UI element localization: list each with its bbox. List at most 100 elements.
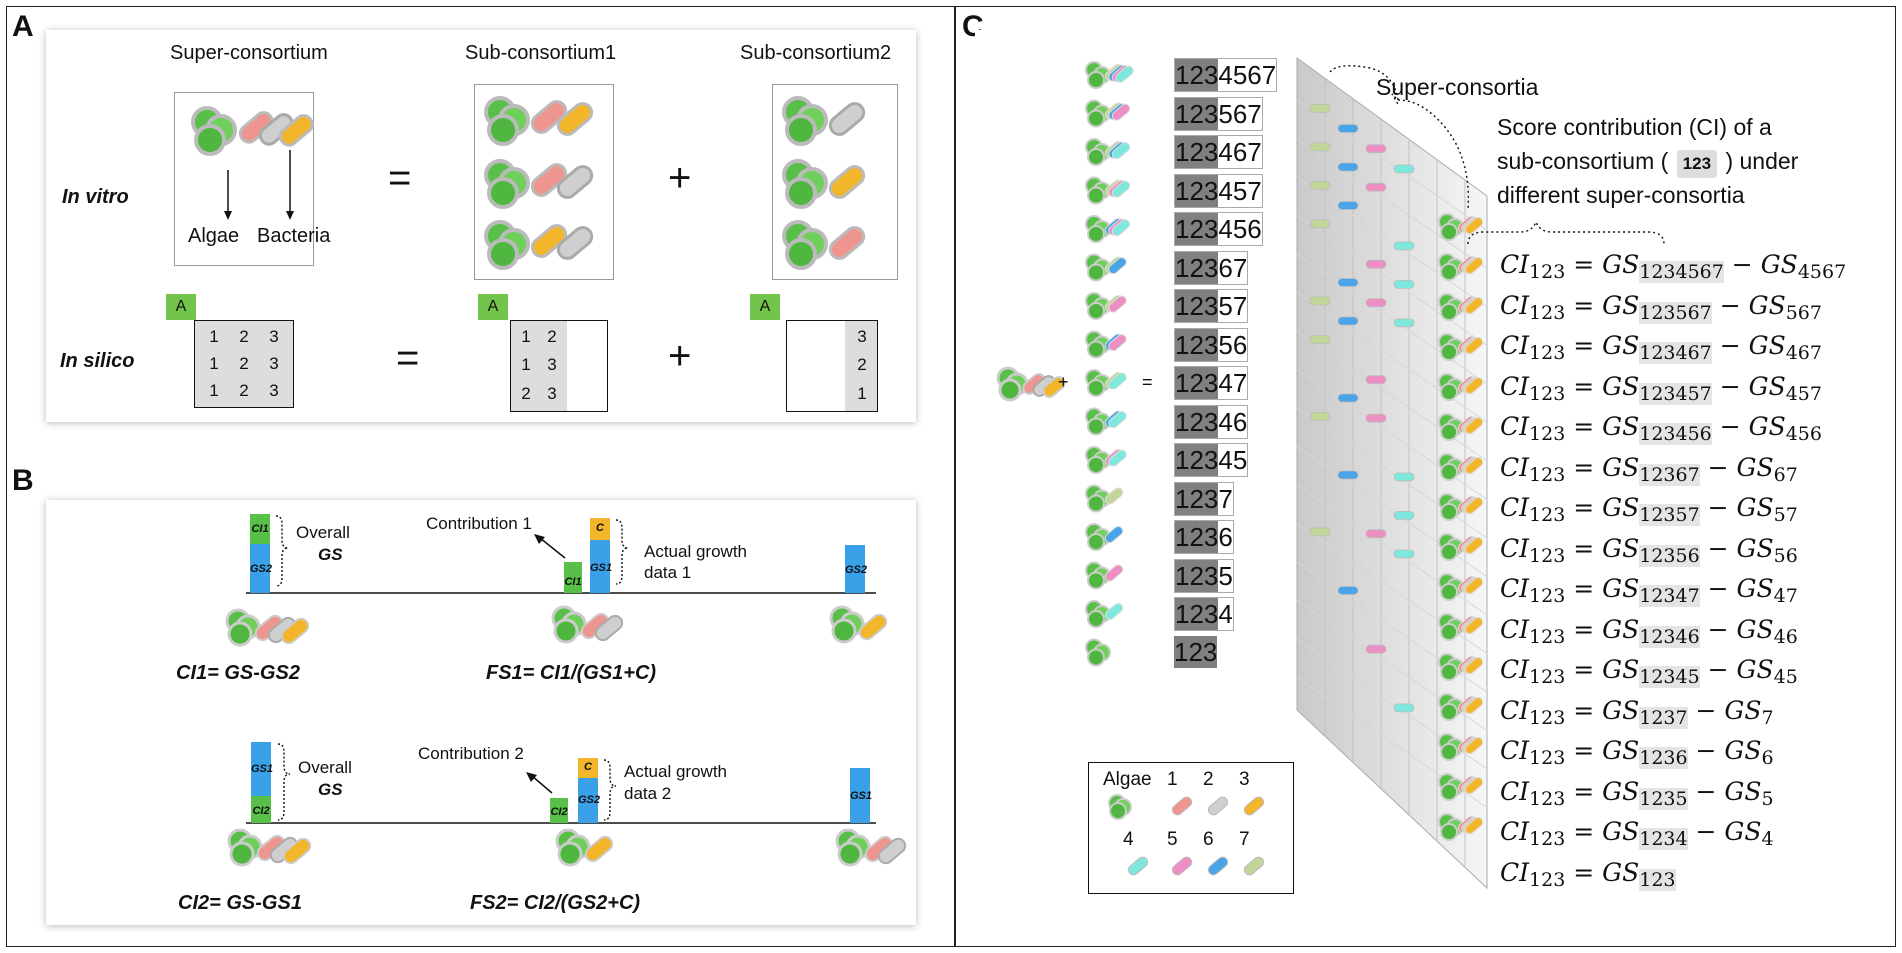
consortium-icon [1438,413,1484,441]
legend-label: 3 [1239,769,1250,790]
code-prefix: 123 [1175,174,1219,207]
bar-gs2-row2 [578,778,598,823]
code-box: 123456 [1174,212,1263,246]
legend-label: 1 [1167,769,1178,790]
code-prefix: 123 [1175,598,1219,630]
pill-marker [1365,259,1387,269]
bar-ci2 [251,796,271,823]
pill-marker [1365,375,1387,385]
sub2-row-1-icon [782,96,866,146]
matrix-cell: 1 [521,355,531,374]
pill-markers [1309,103,1415,713]
consortium-icon [1438,253,1484,281]
title-super-consortium: Super-consortium [170,42,328,64]
code-suffix: 456 [1218,214,1262,244]
consortium-icon [1085,330,1127,359]
pill-marker [1309,527,1331,537]
panel-a-graphics [191,96,866,270]
legend-label: 5 [1167,829,1178,850]
legend-item: 7 [1239,829,1279,886]
code-suffix: 45 [1218,445,1248,475]
equation: CI123 = GS123456 − GS456 [1500,412,1822,445]
code-suffix: 56 [1218,329,1248,360]
consortium-icon [1085,369,1127,397]
matrix-cell: 3 [547,355,557,374]
pill-marker [1337,316,1359,326]
plus-sign-silico: + [668,334,692,378]
pill-marker [1337,393,1359,403]
bar-ci2-label: CI2 [252,805,270,817]
score-line-2: sub-consortium ( 123 ) under [1497,148,1798,178]
algae-swatch-icon [1108,794,1132,820]
legend-item: 3 [1239,769,1279,826]
pill-marker [1337,586,1359,595]
sub1-row-3-icon [484,220,594,270]
bar-c1 [590,518,610,540]
code-box: 123457 [1174,173,1263,208]
code-suffix: 46 [1218,406,1248,437]
bar-gs2-row2-label: GS2 [578,794,601,806]
matrix-cell: 1 [521,327,531,346]
code-suffix: 467 [1218,137,1262,167]
bar-gs2-label: GS2 [250,563,273,575]
pill-marker [1309,411,1331,421]
legend-item: 4 [1123,829,1163,886]
matrix-cell: 2 [239,381,249,400]
consortium-icon [1085,407,1127,436]
contribution-1-label: Contribution 1 [426,514,532,533]
pill-marker [1365,529,1387,539]
code-box: 1236 [1174,520,1234,554]
bacteria-swatch-icon [1243,856,1265,876]
consortium-icon [1085,99,1131,128]
equation: CI123 = GS12345 − GS45 [1500,655,1798,688]
code-prefix: 123 [1175,290,1219,322]
bacteria-swatch-icon [1127,856,1149,876]
code-prefix: 123 [1175,521,1219,553]
pill-marker [1393,703,1415,713]
equation: CI123 = GS12346 − GS46 [1500,614,1798,648]
matrix-cell: 1 [209,381,219,400]
consortium-icon [1438,773,1484,801]
row-label-in-vitro: In vitro [62,186,129,208]
pill-marker [1393,549,1415,559]
pill-marker [1337,162,1359,172]
consortium-icon [1085,292,1127,320]
super-consortia-label: Super-consortia [1376,74,1539,100]
left-frame [6,6,956,947]
code-suffix: 567 [1218,98,1262,129]
equation: CI123 = GS12367 − GS67 [1500,452,1798,486]
code-box: 12356 [1174,327,1249,362]
consortium-icon [1085,484,1124,513]
legend-label: 4 [1123,829,1134,850]
gs-label-2: GS [318,780,343,799]
bar-gs1-right-label: GS1 [850,790,873,802]
consortium-icon [1438,733,1484,761]
sub2-row-2-icon [782,159,866,209]
code-prefix: 123 [1175,444,1219,476]
formula-ci2: CI2= GS-GS1 [178,892,302,914]
combined-consortium-icon [996,366,1066,402]
equation: CI123 = GS123 [1500,857,1676,891]
equation: CI123 = GS123457 − GS457 [1500,371,1822,405]
consortium-icon [835,828,907,867]
equation: CI123 = GS123467 − GS467 [1500,331,1822,364]
matrix-cell: 2 [239,354,249,373]
bar-ci1 [250,514,270,544]
code-suffix: 457 [1218,175,1262,206]
code-prefix: 123 [1175,328,1219,361]
code-box: 1234 [1174,597,1234,631]
code-prefix: 123 [1175,405,1219,438]
legend-item: 1 [1167,769,1207,826]
code-prefix: 123 [1175,59,1219,91]
code-prefix: 123 [1175,136,1219,168]
code-prefix: 123 [1175,559,1219,592]
equation: CI123 = GS12357 − GS57 [1500,493,1798,526]
consortium-icon [227,828,312,867]
matrix-cell: 1 [857,384,867,403]
legend-item: Algae [1103,769,1152,826]
bar-ci2-small [550,798,568,823]
bar-gs1-row2-label: GS1 [251,763,274,775]
equals-sign-silico: = [396,336,420,380]
bacteria-swatch-icon [1171,796,1193,816]
